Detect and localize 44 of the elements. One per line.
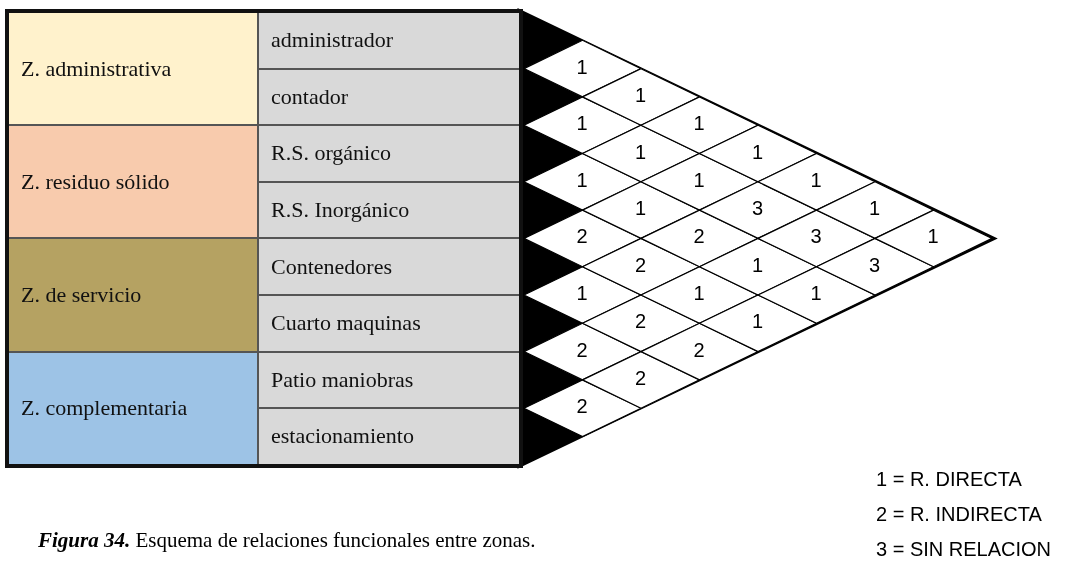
relation-value: 3 — [810, 225, 822, 249]
space-cell: Cuarto maquinas — [258, 295, 520, 352]
relation-value: 3 — [869, 253, 881, 277]
key-text: 1 = R. DIRECTA — [876, 468, 1022, 491]
relation-value: 1 — [693, 168, 705, 192]
relation-value: 1 — [810, 168, 822, 192]
relation-value: 2 — [635, 310, 647, 334]
relation-value: 3 — [752, 197, 764, 221]
space-cell: Contenedores — [258, 238, 520, 295]
zone-cell: Z. complementaria — [8, 351, 258, 465]
relation-value: 2 — [576, 338, 588, 362]
space-cell: Patio maniobras — [258, 351, 520, 409]
relation-value: 2 — [693, 338, 705, 362]
zone-cell: Z. residuo sólido — [8, 125, 258, 239]
relation-value: 1 — [869, 197, 881, 221]
space-cell: R.S. Inorgánico — [258, 181, 520, 239]
space-cell: R.S. orgánico — [258, 125, 520, 182]
relation-value: 1 — [693, 112, 705, 136]
key-text: 3 = SIN RELACION — [876, 538, 1052, 561]
zone-cell: Z. administrativa — [8, 12, 258, 126]
relation-value: 2 — [693, 225, 705, 249]
relation-value: 1 — [576, 168, 588, 192]
relation-value: 1 — [752, 310, 764, 334]
space-cell: estacionamiento — [258, 408, 520, 465]
relation-value: 1 — [752, 140, 764, 164]
space-cell: contador — [258, 68, 520, 126]
relation-value: 2 — [576, 225, 588, 249]
relation-value: 1 — [576, 112, 588, 136]
relation-value: 1 — [927, 225, 939, 249]
relation-value: 1 — [752, 253, 764, 277]
figure-caption: Figura 34. Esquema de relaciones funcionales entre zonas. — [38, 528, 536, 553]
relation-value: 2 — [576, 395, 588, 419]
relation-value: 1 — [693, 282, 705, 305]
zone-cell: Z. de servicio — [8, 238, 258, 352]
relation-value: 1 — [576, 55, 588, 79]
relation-value: 2 — [635, 253, 647, 277]
relation-value: 1 — [810, 282, 822, 305]
relation-value: 1 — [635, 197, 647, 221]
relation-value: 1 — [576, 282, 588, 305]
relation-value: 1 — [635, 83, 647, 107]
relation-value: 1 — [635, 140, 647, 164]
key-text: 2 = R. INDIRECTA — [876, 503, 1042, 526]
space-cell: administrador — [258, 12, 520, 69]
relation-value: 2 — [635, 366, 647, 390]
